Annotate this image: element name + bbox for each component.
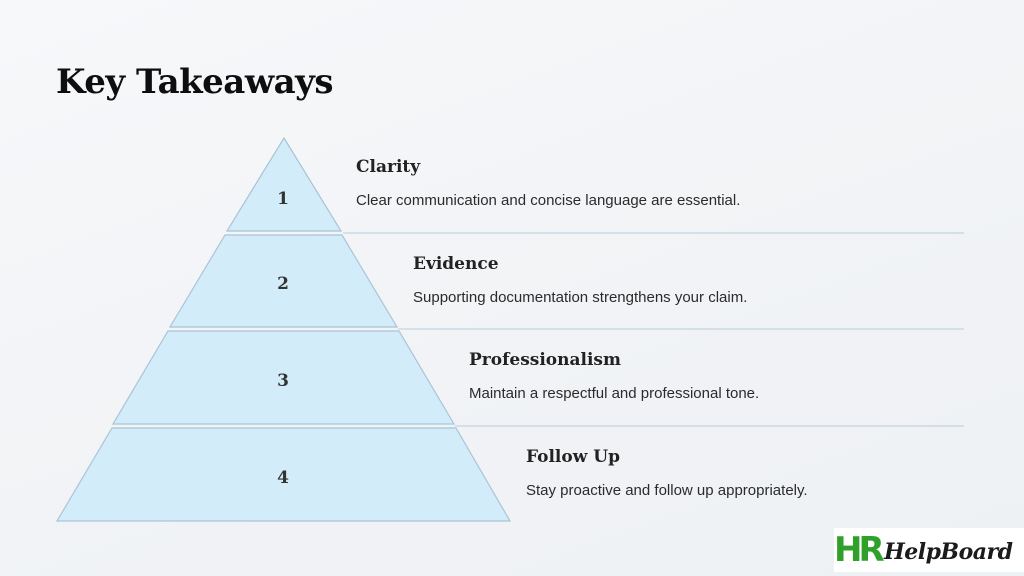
tier-description: Stay proactive and follow up appropriate… xyxy=(526,482,808,499)
logo-text: HelpBoard xyxy=(884,539,1013,565)
tier-4-text: Follow Up Stay proactive and follow up a… xyxy=(526,445,808,501)
tier-number: 1 xyxy=(277,189,289,209)
logo-mark: HR xyxy=(834,530,885,570)
tier-description: Maintain a respectful and professional t… xyxy=(469,385,760,402)
pyramid-tier-2: 2 xyxy=(168,234,399,328)
tier-shape xyxy=(55,427,512,522)
tier-shape xyxy=(168,234,399,328)
pyramid-tier-1: 1 xyxy=(225,136,343,232)
tier-1-text: Clarity Clear communication and concise … xyxy=(356,155,740,211)
helpboard-logo: HR HelpBoard xyxy=(834,528,1024,572)
pyramid-tier-3: 3 xyxy=(111,330,456,425)
tier-description: Clear communication and concise language… xyxy=(356,192,741,209)
tier-number: 3 xyxy=(277,371,289,391)
tier-shape xyxy=(225,136,343,232)
tier-description: Supporting documentation strengthens you… xyxy=(413,289,748,306)
tier-number: 4 xyxy=(277,468,289,488)
slide-title: Key Takeaways xyxy=(56,62,334,102)
pyramid-tier-4: 4 xyxy=(55,427,512,522)
tier-3-text: Professionalism Maintain a respectful an… xyxy=(469,348,759,404)
tier-2-text: Evidence Supporting documentation streng… xyxy=(413,252,747,308)
tier-title: Evidence xyxy=(413,254,499,274)
tier-shape xyxy=(111,330,456,425)
tier-title: Follow Up xyxy=(526,447,620,467)
tier-title: Clarity xyxy=(356,157,421,177)
tier-title: Professionalism xyxy=(469,350,621,370)
tier-number: 2 xyxy=(277,274,289,294)
